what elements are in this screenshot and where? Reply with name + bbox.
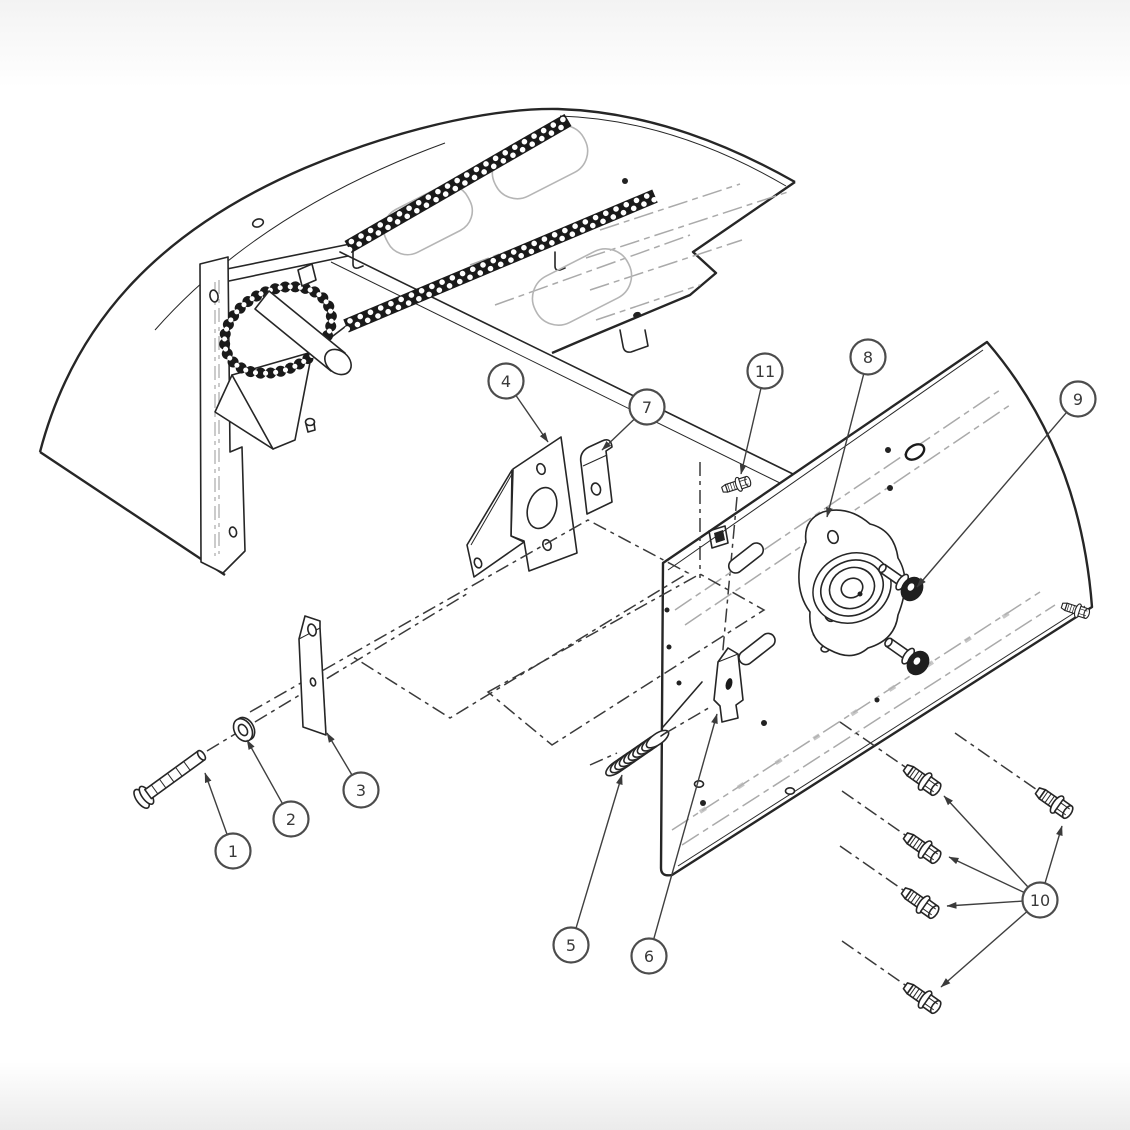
- callout-circle-2: [272, 800, 310, 838]
- callout-leader-5: [575, 774, 623, 929]
- callout-circle-5: [552, 926, 590, 964]
- callout-circle-3: [342, 771, 380, 809]
- callout-label-11: 11: [755, 362, 775, 381]
- callout-circle-7: [628, 388, 666, 426]
- callout-circle-6: [630, 937, 668, 975]
- extension-spring-5: [605, 729, 670, 777]
- callout-circle-8: [849, 338, 887, 376]
- callout-leader-8: [826, 373, 865, 518]
- washer-2: [232, 716, 256, 743]
- hood-panel: [38, 107, 796, 576]
- callout-leader-10: [946, 900, 1023, 909]
- callout-label-8: 8: [863, 348, 873, 367]
- callout-label-5: 5: [566, 936, 576, 955]
- hex-bolt-1: [133, 749, 207, 809]
- callout-leader-10: [943, 795, 1029, 888]
- angle-bracket-7: [579, 439, 613, 515]
- callout-leader-9: [916, 411, 1068, 588]
- roller-chain-lower: [342, 189, 659, 333]
- roller-chain-upper: [343, 113, 573, 254]
- flange-bearing: [798, 509, 906, 657]
- callout-label-7: 7: [642, 398, 652, 417]
- callout-leader-10: [948, 856, 1025, 894]
- small-flange-bolt-11: [708, 473, 754, 661]
- alignment-centerlines: [206, 462, 766, 766]
- mounting-bracket-4: [466, 436, 578, 578]
- top-letterbox-band: [0, 0, 1130, 88]
- callout-leader-11: [739, 387, 762, 475]
- callout-circle-4: [487, 362, 525, 400]
- callout-label-10: 10: [1030, 891, 1050, 910]
- callout-leader-1: [204, 772, 228, 835]
- callout-circle-10: [1021, 881, 1059, 919]
- callout-label-2: 2: [286, 810, 296, 829]
- callout-label-4: 4: [501, 372, 511, 391]
- flat-bracket-3: [298, 615, 327, 736]
- callout-label-1: 1: [228, 842, 238, 861]
- callout-circle-9: [1059, 380, 1097, 418]
- callout-leader-10: [940, 911, 1028, 988]
- tension-bracket-6: [713, 647, 744, 723]
- callout-balloons: 1 2 3 4 5 6 7 8 9 10 11: [204, 338, 1097, 988]
- callout-circle-1: [214, 832, 252, 870]
- callout-leader-7: [601, 418, 635, 451]
- callout-leader-3: [326, 732, 353, 776]
- callout-leader-4: [515, 395, 549, 443]
- callout-circle-11: [746, 352, 784, 390]
- callout-label-6: 6: [644, 947, 654, 966]
- callout-leader-6: [653, 713, 718, 940]
- callout-label-3: 3: [356, 781, 366, 800]
- side-plate: [605, 340, 1094, 988]
- bottom-letterbox-band: [0, 1062, 1130, 1130]
- chain-drive-assembly: [199, 113, 659, 574]
- callout-leader-2: [246, 739, 284, 805]
- callout-leader-10: [1044, 825, 1063, 884]
- callout-label-9: 9: [1073, 390, 1083, 409]
